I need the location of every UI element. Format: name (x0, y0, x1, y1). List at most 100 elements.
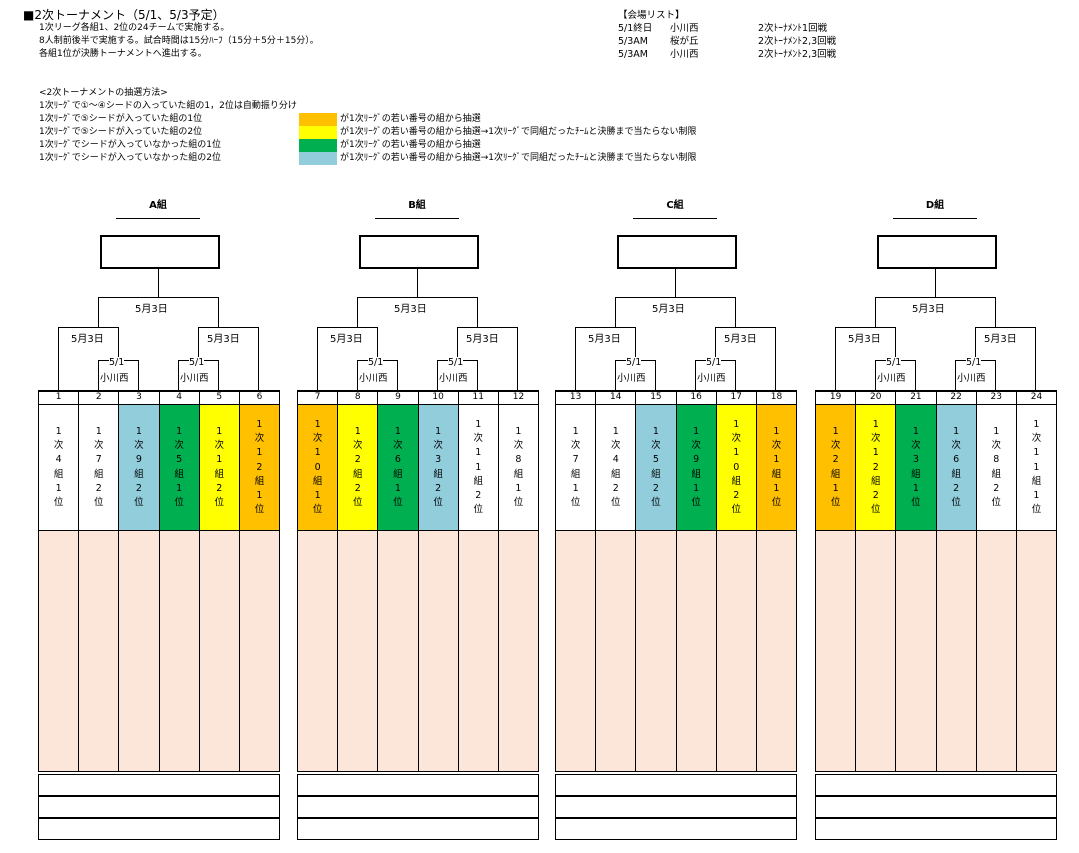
venue-round: 2次ﾄｰﾅﾒﾝﾄ2,3回戦 (758, 36, 837, 47)
bracket-line (98, 297, 99, 327)
final-date-label: 5月3日 (134, 304, 169, 316)
method-desc: が1次ﾘｰｸﾞの若い番号の組から抽選→1次ﾘｰｸﾞで同組だったﾁｰﾑと決勝まで当… (340, 153, 697, 163)
bracket-line (357, 297, 358, 327)
slot-number: 11 (459, 392, 499, 404)
method-desc: が1次ﾘｰｸﾞの若い番号の組から抽選 (340, 140, 481, 150)
notes-row (815, 796, 1057, 818)
slot-number: 7 (298, 392, 339, 404)
slot-number: 18 (770, 392, 783, 402)
bracket-line (158, 267, 159, 297)
bracket-line (835, 327, 836, 390)
group-title: D組 (925, 200, 945, 211)
bracket-line (955, 360, 956, 390)
final-date-label: 5月3日 (911, 304, 946, 316)
bracket-line (517, 327, 518, 390)
slot-number: 17 (717, 392, 757, 404)
slot-number: 1 (39, 392, 80, 404)
final-date-label: 5月3日 (651, 304, 686, 316)
slot-number: 4 (160, 392, 200, 404)
bracket-line (975, 327, 976, 360)
method-label: 1次ﾘｰｸﾞで⑤シードが入っていた組の1位 (39, 114, 203, 124)
final-date-label: 5月3日 (393, 304, 428, 316)
bracket-line (915, 360, 916, 390)
bracket-line (1035, 327, 1036, 390)
bracket-line (995, 360, 996, 390)
group-title-underline (375, 218, 459, 219)
slot-number: 20 (856, 392, 897, 404)
bracket-line (477, 360, 478, 390)
score-column (499, 531, 538, 771)
bracket-line (218, 297, 219, 327)
score-column (757, 531, 796, 771)
score-column (896, 531, 937, 771)
score-column (977, 531, 1017, 771)
first-round-date: 5/1 (966, 357, 982, 368)
semi-date-label: 5月3日 (465, 334, 500, 346)
winner-box (617, 235, 737, 269)
slot-number: 15 (636, 392, 677, 404)
first-round-date: 5/1 (448, 357, 464, 368)
venue-round: 2次ﾄｰﾅﾒﾝﾄ2,3回戦 (758, 49, 837, 60)
score-area (815, 531, 1057, 772)
slot-number: 13 (556, 392, 597, 404)
notes-row (38, 818, 280, 840)
bracket-line (615, 297, 735, 298)
venue-round: 2次ﾄｰﾅﾒﾝﾄ1回戦 (758, 23, 828, 34)
score-column (636, 531, 677, 771)
score-area (38, 531, 280, 772)
bracket-line (198, 327, 199, 360)
bracket-line (457, 327, 517, 328)
score-column (240, 531, 279, 771)
bracket-line (218, 360, 219, 390)
bracket-line (715, 327, 716, 360)
score-column (378, 531, 419, 771)
bracket-line (178, 360, 179, 390)
bracket-line (98, 360, 99, 390)
group-title-underline (893, 218, 977, 219)
bracket-line (258, 327, 259, 390)
first-round-venue: 小川西 (100, 373, 129, 384)
venue-date: 5/3AM (618, 49, 648, 60)
first-round-date: 5/1 (626, 357, 642, 368)
slot-number: 5 (200, 392, 240, 404)
first-round-date: 5/1 (189, 357, 205, 368)
legend-swatch-orange (299, 113, 337, 126)
winner-box (100, 235, 220, 269)
method-label: 1次ﾘｰｸﾞで⑤シードが入っていた組の2位 (39, 127, 203, 137)
venue-place: 桜が丘 (670, 36, 699, 47)
slot-number: 12 (512, 392, 525, 402)
first-round-venue: 小川西 (359, 373, 388, 384)
bracket-line (875, 297, 876, 327)
bracket-line (417, 267, 418, 297)
bracket-line (118, 327, 119, 360)
notes-row (555, 796, 797, 818)
bracket-line (477, 297, 478, 327)
score-column (556, 531, 597, 771)
